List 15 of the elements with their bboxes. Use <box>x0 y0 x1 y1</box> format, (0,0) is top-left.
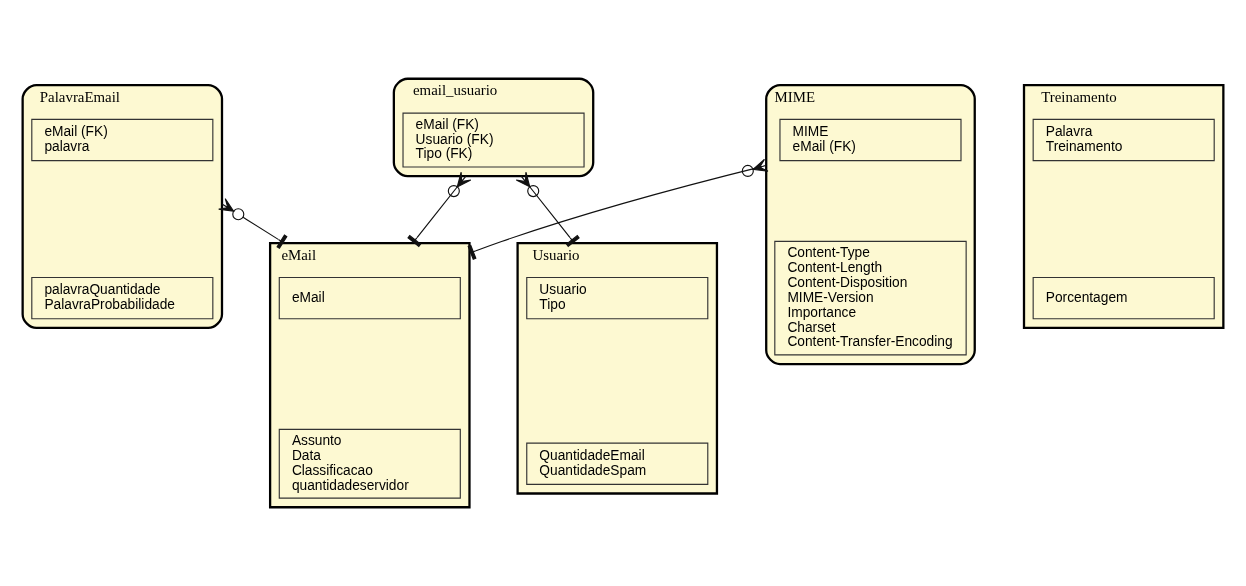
connector <box>515 171 580 248</box>
node-box: MIME eMail (FK) <box>779 118 962 162</box>
node-box: Content-Type Content-Length Content-Disposition MIME-Version Importance Charset Content-Transfer-Encoding <box>774 240 967 356</box>
connector <box>467 158 769 260</box>
node-box: eMail (FK) palavra <box>31 118 214 162</box>
connector <box>218 198 288 250</box>
node-box: Porcentagem <box>1032 276 1215 320</box>
node-box: QuantidadeEmail QuantidadeSpam <box>526 442 709 485</box>
node-box: Usuario Tipo <box>526 276 709 320</box>
node-box: eMail (FK) Usuario (FK) Tipo (FK) <box>402 112 585 168</box>
node-box: palavraQuantidade PalavraProbabilidade <box>31 276 214 320</box>
node-box: eMail <box>278 276 461 320</box>
connector <box>407 171 472 248</box>
node-box: Palavra Treinamento <box>1032 118 1215 162</box>
node-box: Assunto Data Classificacao quantidadeservidor <box>278 428 461 499</box>
